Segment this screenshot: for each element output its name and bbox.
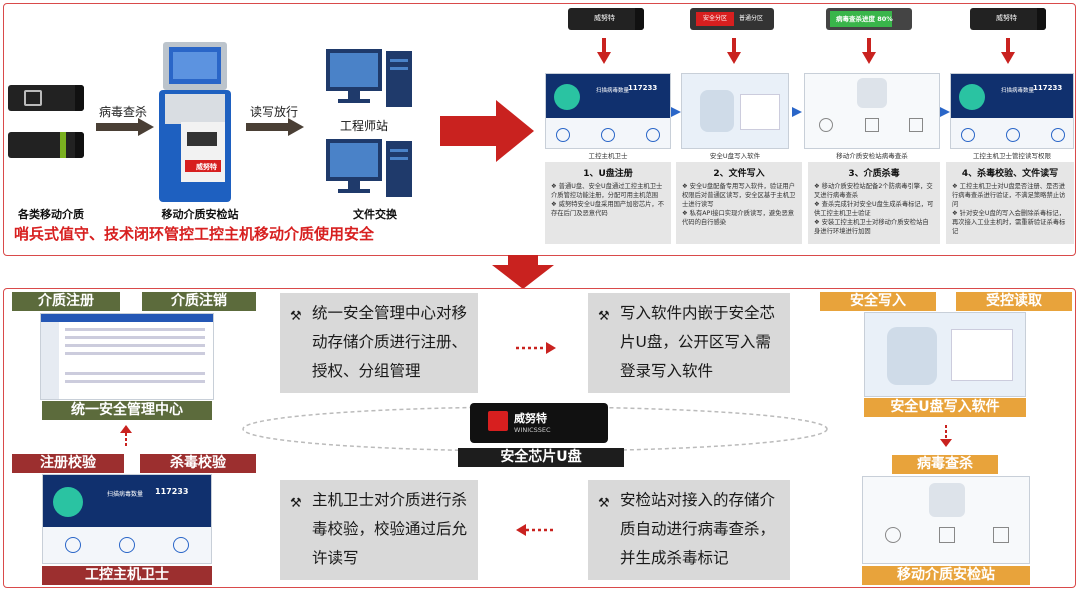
host-guard-screenshot: 扫描病毒数量 117233 [545, 73, 671, 149]
arrow-right-icon [671, 107, 681, 117]
step-card: 4、杀毒校验、文件读写 ❖ 工控主机卫士对U盘是否注册、是否进行病毒查杀进行验证… [946, 162, 1074, 244]
description-text: 安检站对接入的存储介质自动进行病毒查杀，并生成杀毒标记 [620, 491, 776, 567]
screen-caption: 安全U盘写入软件 [709, 152, 761, 160]
media-station-tag: 移动介质安检站 [862, 566, 1030, 585]
description-box: ⚒ 安检站对接入的存储介质自动进行病毒查杀，并生成杀毒标记 [588, 480, 790, 580]
virus-scan-label: 病毒查杀 [98, 105, 147, 119]
description-text: 统一安全管理中心对移动存储介质进行注册、授权、分组管理 [312, 304, 468, 380]
step-body: ❖ 移动介质安检站配备2个防病毒引擎，交叉进行病毒查杀 ❖ 查杀完成针对安全U盘… [814, 183, 934, 235]
description-box: ⚒ 写入软件内嵌于安全芯片U盘，公开区写入需登录写入软件 [588, 293, 790, 393]
step-title: 4、杀毒校验、文件读写 [961, 169, 1059, 179]
read-write-label: 读写放行 [249, 105, 298, 119]
arrow-up-icon [120, 425, 132, 447]
file-exchange-label: 文件交换 [353, 208, 397, 221]
secure-usb-icon: 威努特 WINICSSEC [470, 403, 608, 443]
tools-icon: ⚒ [598, 496, 610, 511]
station-screenshot [862, 476, 1030, 564]
kiosk-icon [159, 42, 231, 202]
step-card: 2、文件写入 ❖ 安全U盘配备专用写入软件，验证用户权限后对普通区读写，安全区基… [676, 162, 802, 244]
usb-drive-icon: 病毒查杀进度 80% [826, 8, 912, 30]
usb-drive-icon: 威努特 [970, 8, 1046, 30]
step-body: ❖ 工控主机卫士对U盘是否注册、是否进行病毒查杀进行验证，不满足策略禁止访问 ❖… [952, 183, 1066, 235]
arrow-down-icon [727, 38, 741, 64]
step-card: 3、介质杀毒 ❖ 移动介质安检站配备2个防病毒引擎，交叉进行病毒查杀 ❖ 查杀完… [808, 162, 940, 244]
virus-scan-tag: 病毒查杀 [892, 455, 998, 474]
tools-icon: ⚒ [598, 309, 610, 324]
secure-write-tag: 安全写入 [820, 292, 936, 311]
dotted-arrow-left-icon [516, 524, 556, 536]
arrow-right-icon [940, 107, 950, 117]
kiosk-brand: 威努特 [196, 163, 217, 171]
usb-drive-icon: 安全分区 普通分区 [690, 8, 774, 30]
step-body: ❖ 普通U盘、安全U盘通过工控主机卫士介质管控功能注册，分配可用主机范围 ❖ 威… [551, 183, 665, 217]
station-screenshot [804, 73, 940, 149]
description-text: 写入软件内嵌于安全芯片U盘，公开区写入需登录写入软件 [620, 304, 776, 380]
big-arrow-right-icon [440, 100, 534, 162]
engineer-station-label: 工程师站 [340, 119, 389, 133]
slogan-text: 哨兵式值守、技术闭环管控工控主机移动介质使用安全 [14, 225, 375, 243]
media-all-label: 各类移动介质 [18, 208, 84, 221]
workstation-icon [326, 49, 412, 107]
usb-write-screenshot [864, 312, 1026, 397]
step-title: 3、介质杀毒 [848, 169, 900, 179]
workstation-icon [326, 139, 412, 197]
screen-caption: 工控主机卫士 [588, 152, 628, 160]
arrow-right-icon [96, 118, 154, 136]
arrow-down-icon [940, 425, 952, 447]
secure-chip-tag: 安全芯片U盘 [458, 448, 624, 467]
management-center-screenshot [40, 313, 214, 400]
screen-caption: 移动介质安检站病毒查杀 [836, 152, 908, 160]
description-box: ⚒ 统一安全管理中心对移动存储介质进行注册、授权、分组管理 [280, 293, 478, 393]
host-guard-tag: 工控主机卫士 [42, 566, 212, 585]
usb-write-soft-tag: 安全U盘写入软件 [864, 398, 1026, 417]
host-guard-screenshot: 扫描病毒数量 117233 [42, 474, 212, 564]
arrow-right-icon [246, 118, 304, 136]
usb-drive-icon: 威努特 [568, 8, 644, 30]
tools-icon: ⚒ [290, 496, 302, 511]
bottom-panel [3, 288, 1076, 588]
antivirus-check-tag: 杀毒校验 [140, 454, 256, 473]
media-station-label: 移动介质安检站 [161, 208, 239, 221]
unified-center-tag: 统一安全管理中心 [42, 401, 212, 420]
step-title: 2、文件写入 [713, 169, 765, 179]
step-body: ❖ 安全U盘配备专用写入软件，验证用户权限后对普通区读写，安全区基于主机卫士进行… [682, 183, 796, 226]
arrow-right-icon [792, 107, 802, 117]
dotted-arrow-right-icon [516, 342, 556, 354]
host-guard-screenshot: 扫描病毒数量 117233 [950, 73, 1074, 149]
description-text: 主机卫士对介质进行杀毒校验，校验通过后允许读写 [312, 491, 468, 567]
usb-write-screenshot [681, 73, 789, 149]
top-panel [3, 3, 1076, 256]
big-arrow-down-icon [492, 255, 554, 289]
virus-progress-fill [830, 11, 893, 27]
description-box: ⚒ 主机卫士对介质进行杀毒校验，校验通过后允许读写 [280, 480, 478, 580]
screen-caption: 工控主机卫士管控读写权限 [973, 152, 1051, 160]
tools-icon: ⚒ [290, 309, 302, 324]
usb-drive-icon [8, 132, 84, 158]
register-check-tag: 注册校验 [12, 454, 124, 473]
arrow-down-icon [862, 38, 876, 64]
arrow-down-icon [1001, 38, 1015, 64]
usb-drive-icon [8, 85, 84, 111]
step-title: 1、U盘注册 [583, 169, 633, 179]
media-register-tag: 介质注册 [12, 292, 120, 311]
media-cancel-tag: 介质注销 [142, 292, 256, 311]
arrow-down-icon [597, 38, 611, 64]
step-card: 1、U盘注册 ❖ 普通U盘、安全U盘通过工控主机卫士介质管控功能注册，分配可用主… [545, 162, 671, 244]
controlled-read-tag: 受控读取 [956, 292, 1072, 311]
